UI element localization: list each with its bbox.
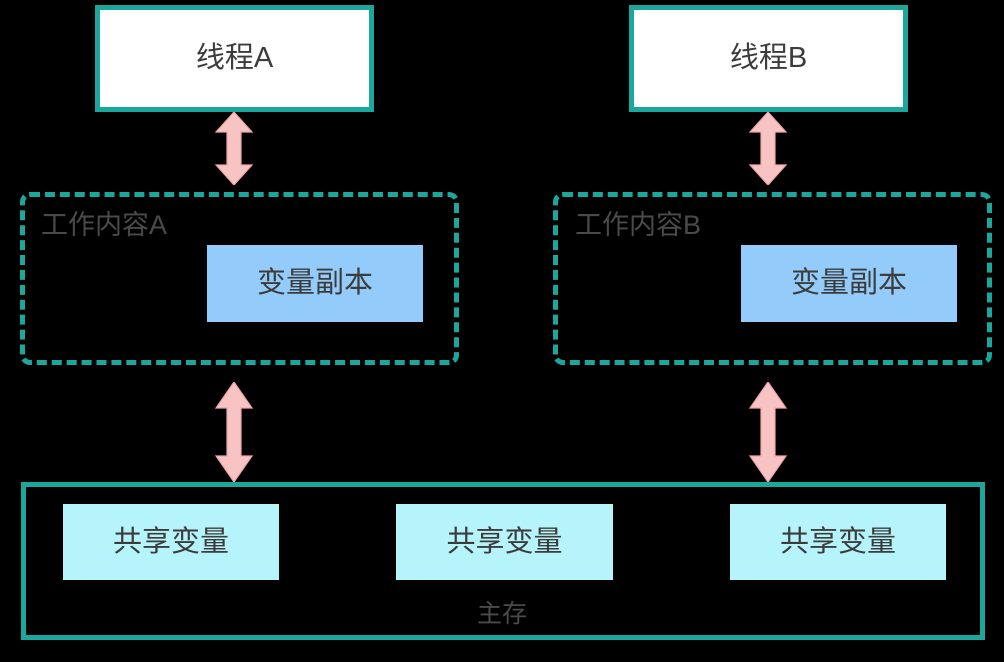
work-memory-b-label: 工作内容B: [575, 210, 702, 240]
arrow-work-b-to-main-memory: [748, 382, 788, 482]
thread-a-box[interactable]: 线程A: [95, 5, 374, 112]
thread-b-label: 线程B: [729, 42, 808, 74]
arrow-work-a-to-main-memory: [214, 382, 254, 482]
shared-variable-box-3[interactable]: 共享变量: [730, 504, 946, 580]
main-memory-label: 主存: [476, 600, 527, 628]
work-memory-b-box[interactable]: [553, 192, 992, 365]
thread-a-label: 线程A: [195, 42, 274, 74]
work-memory-a-box[interactable]: [20, 192, 459, 365]
work-memory-a-label: 工作内容A: [41, 210, 168, 240]
main-memory-box[interactable]: [21, 482, 985, 640]
variable-copy-a-label: 变量副本: [256, 267, 373, 299]
arrow-thread-a-to-work-a: [214, 112, 254, 185]
arrow-thread-b-to-work-b: [748, 112, 788, 185]
shared-variable-box-1[interactable]: 共享变量: [63, 504, 279, 580]
variable-copy-b-box[interactable]: 变量副本: [741, 245, 957, 322]
shared-variable-box-2[interactable]: 共享变量: [396, 504, 613, 580]
variable-copy-a-box[interactable]: 变量副本: [207, 245, 423, 322]
thread-b-box[interactable]: 线程B: [629, 5, 908, 112]
variable-copy-b-label: 变量副本: [790, 267, 907, 299]
shared-variable-label-2: 共享变量: [446, 525, 563, 558]
shared-variable-label-1: 共享变量: [112, 525, 229, 558]
shared-variable-label-3: 共享变量: [779, 525, 896, 558]
